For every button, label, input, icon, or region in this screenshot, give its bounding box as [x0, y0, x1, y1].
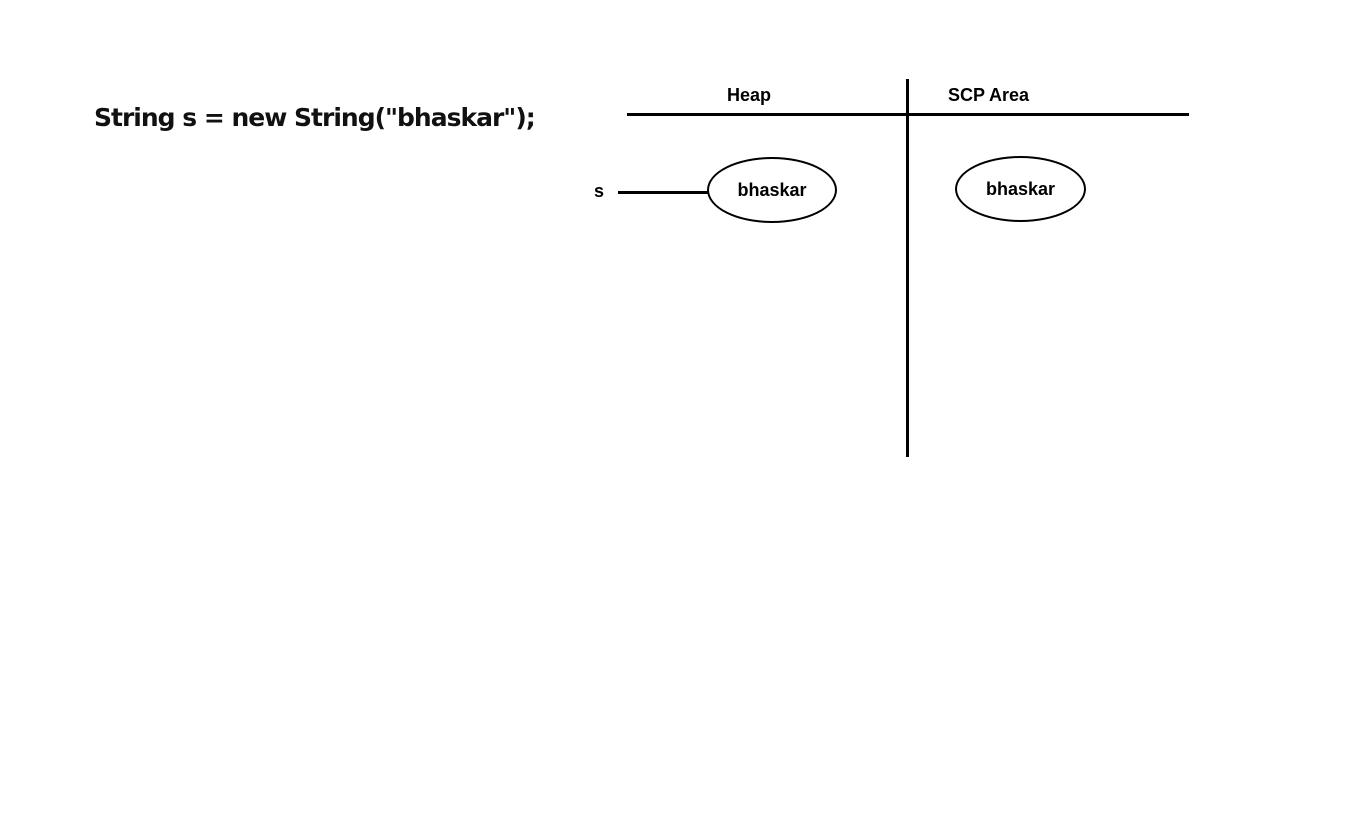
heap-string-object: bhaskar — [707, 157, 837, 223]
scp-object-value: bhaskar — [985, 178, 1056, 199]
scp-area-column-label: SCP Area — [948, 85, 1030, 105]
scp-string-object: bhaskar — [955, 156, 1086, 222]
reference-variable-s: s — [594, 181, 605, 201]
heap-column-label: Heap — [727, 85, 772, 105]
heap-object-value: bhaskar — [737, 179, 807, 200]
reference-pointer-line — [618, 191, 709, 194]
code-statement: String s = new String("bhaskar"); — [94, 103, 536, 132]
column-divider-line — [906, 79, 909, 457]
